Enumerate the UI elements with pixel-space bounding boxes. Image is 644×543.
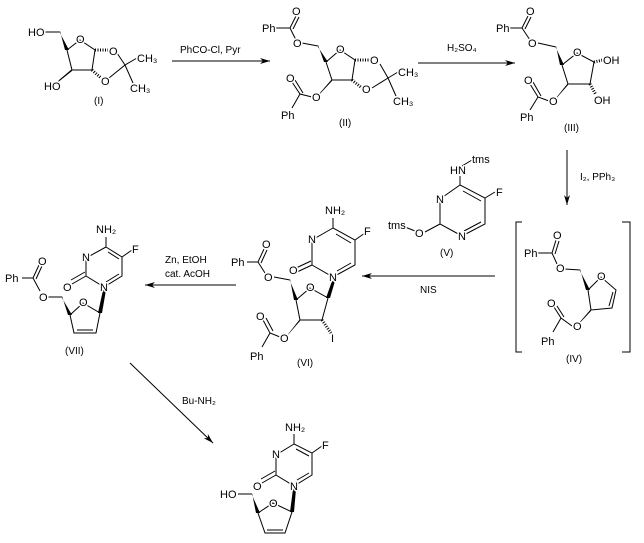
atom-label: O [573,47,582,59]
atom-label: F [322,440,329,452]
atom-label: O [336,44,345,56]
atom-label: Ph [524,248,537,260]
atom-label: NH₂ [325,205,345,217]
compound-III: Ph O O O OH OH O O Ph (III) [495,5,622,136]
atom-label: O [573,321,582,333]
reagent-label: cat. AcOH [165,269,210,280]
atom-label: O [292,6,301,18]
reagent-label: H₂SO₄ [447,43,477,54]
atom-label: N [82,252,90,264]
atom-label: O [306,282,315,294]
compound-V: HN tms N N F O tms (V) [387,153,505,261]
atom-label: O [38,256,47,268]
atom-label: N [329,272,337,284]
compound-VI: NH₂ N N F O O Ph O O I O O Ph (VI) [230,204,373,371]
atom-label: Ph [231,257,244,269]
final-product: NH₂ N N F O O HO [219,421,331,534]
compound-II: Ph O O O O O CH₃ CH₃ O O Ph (II) [261,5,420,131]
compound-I: HO O O O CH₃ CH₃ HO (I) [27,26,159,109]
atom-label: O [109,46,118,58]
atom-label: O [79,297,88,309]
reagent-label: Bu-NH₂ [182,396,216,407]
atom-label: O [362,84,371,96]
reagent-label: PhCO-Cl, Pyr [180,45,241,56]
atom-label: N [458,231,466,243]
atom-label: NH₂ [285,422,305,434]
atom-label: Ph [541,336,554,348]
atom-label: O [528,38,537,50]
compound-label: (VI) [297,358,313,369]
atom-label: O [415,228,424,240]
atom-label: O [39,292,48,304]
compound-IV: Ph O O O O O Ph (IV) [515,221,631,367]
atom-label: O [556,263,565,275]
atom-label: O [293,38,302,50]
atom-label: F [364,226,371,238]
compound-label: (I) [94,96,103,107]
atom-label: NH₂ [96,224,116,236]
atom-label: Ph [5,273,18,285]
atom-label: CH₃ [130,83,150,95]
atom-label: HO [44,81,61,93]
reaction-arrow-6 [129,362,214,444]
atom-label: O [547,298,556,310]
atom-label: O [262,239,271,251]
compound-label: (II) [339,118,351,129]
atom-label: O [101,76,110,88]
atom-label: O [280,333,289,345]
atom-label: F [132,244,139,256]
atom-label: O [63,282,72,294]
atom-label: I [331,333,334,345]
atom-label: Ph [520,112,533,124]
atom-label: OH [594,95,611,107]
compound-label: (VII) [65,346,84,357]
atom-label: N [436,194,444,206]
atom-label: CH₃ [398,67,418,79]
atom-label: Ph [262,23,275,35]
atom-label: O [526,6,535,18]
bracket [515,221,631,353]
atom-label: N [308,234,316,246]
atom-label: CH₃ [393,96,413,108]
atom-label: O [253,481,262,493]
compound-label: (IV) [566,354,582,365]
reagent-label: NIS [420,285,437,296]
atom-label: HO [28,27,45,39]
atom-label: N [272,449,280,461]
atom-label: O [370,55,379,67]
compound-label: (V) [440,248,453,259]
atom-label: O [264,272,273,284]
compound-VII: NH₂ N N F O O Ph O O (VII) [4,223,141,359]
atom-label: O [524,75,533,87]
atom-label: HO [220,489,237,501]
atom-label: HN [450,165,466,177]
atom-label: N [100,282,108,294]
atom-label: O [553,230,562,242]
atom-label: Ph [281,110,294,122]
atom-label: O [597,271,606,283]
atom-label: tms [388,220,406,232]
atom-label: OH [603,55,620,67]
atom-label: O [256,311,265,323]
atom-label: CH₃ [137,53,157,65]
atom-label: Ph [250,351,263,363]
atom-label: O [312,92,321,104]
atom-label: Ph [496,23,509,35]
atom-label: tms [472,154,490,166]
atom-label: F [496,187,503,199]
reagent-label: I₂, PPh₃ [580,172,615,183]
atom-label: N [290,481,298,493]
atom-label: O [549,96,558,108]
reagent-label: Zn, EtOH [165,255,207,266]
atom-label: O [76,34,85,46]
atom-label: O [286,73,295,85]
compound-label: (III) [564,123,579,134]
atom-label: O [269,498,278,510]
atom-label: O [289,265,298,277]
